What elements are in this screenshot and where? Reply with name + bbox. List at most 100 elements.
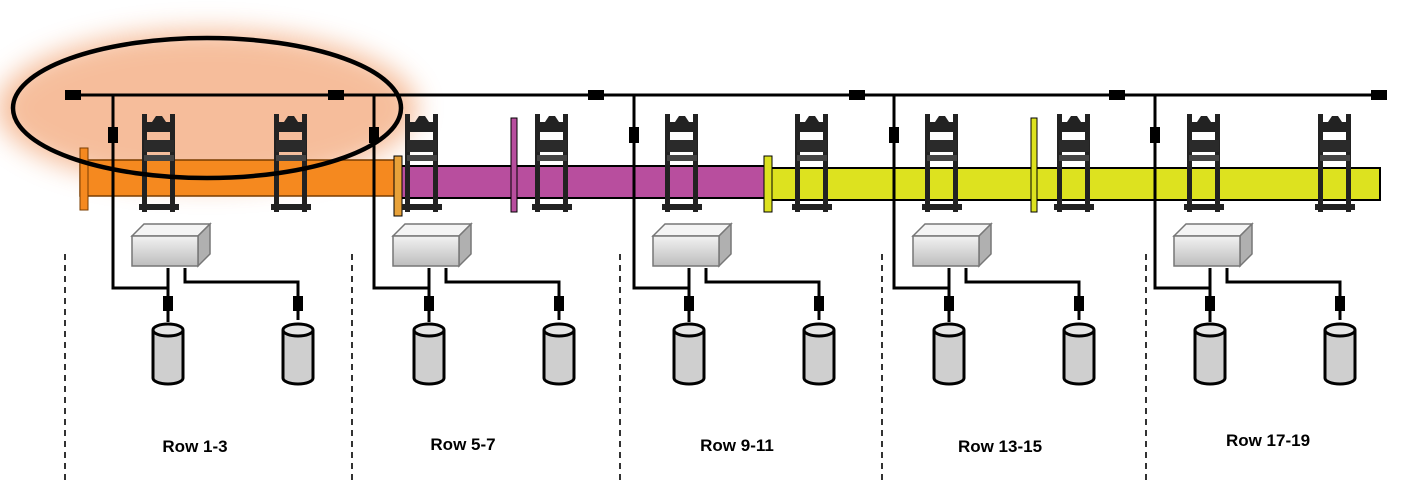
rack-bar [667, 140, 697, 152]
highlight-glow [0, 30, 417, 186]
rack-bar [276, 155, 306, 161]
rack-top [142, 116, 175, 132]
storage-cable [183, 268, 300, 320]
connector [1335, 296, 1345, 311]
section-separators [64, 254, 1147, 481]
rack-base [271, 204, 311, 210]
connector [1205, 296, 1215, 311]
rack-top [795, 116, 828, 132]
rack-frame [532, 114, 572, 212]
storage-cable [704, 268, 821, 320]
rack-bar [144, 155, 174, 161]
connector [944, 296, 954, 311]
rack-bar [537, 155, 567, 161]
row-label-3: Row 9-11 [700, 436, 774, 455]
rack-bar [407, 155, 437, 161]
rack-post [823, 114, 828, 212]
rack-post [1215, 114, 1220, 212]
rack-bar [927, 155, 957, 161]
rack-post [953, 114, 958, 212]
bus-node [1109, 90, 1125, 100]
rack-frame [922, 114, 962, 212]
rack-post [1085, 114, 1090, 212]
rack-frames [139, 114, 1355, 212]
rack-base [1315, 204, 1355, 210]
rack-bar [1189, 155, 1219, 161]
connector [814, 296, 824, 311]
storage-top [1323, 322, 1357, 338]
storage-top [281, 322, 315, 338]
connector [554, 296, 564, 311]
connector [163, 296, 173, 311]
rack-frame [402, 114, 442, 212]
row-label-4: Row 13-15 [958, 437, 1042, 456]
section-3 [629, 95, 836, 386]
storage-top [672, 322, 706, 338]
rack-base [139, 204, 179, 210]
section-5 [1150, 95, 1357, 386]
rack-top [1318, 116, 1351, 132]
rack-base [1054, 204, 1094, 210]
storage-body [1323, 330, 1357, 386]
storage-cylinder-icon [281, 322, 315, 386]
storage-cylinder-icon [802, 322, 836, 386]
rack-bar [1189, 140, 1219, 152]
rack-bar [797, 155, 827, 161]
storage-top [1062, 322, 1096, 338]
flange [79, 147, 89, 211]
rack-frame [271, 114, 311, 212]
storage-body [1193, 330, 1227, 386]
rack-post [1057, 114, 1062, 212]
rack-post [1346, 114, 1351, 212]
storage-cylinder-icon [1062, 322, 1096, 386]
rack-frame [139, 114, 179, 212]
rack-frame [1054, 114, 1094, 212]
storage-cylinder-icon [412, 322, 446, 386]
box-top [911, 223, 993, 237]
row-label-5: Row 17-19 [1226, 431, 1310, 450]
rack-top [405, 116, 438, 132]
connector [108, 127, 118, 143]
connector [684, 296, 694, 311]
bus-node [328, 90, 344, 100]
row-labels: Row 1-3 Row 5-7 Row 9-11 Row 13-15 Row 1… [162, 431, 1310, 456]
switch-box-icon [391, 222, 473, 268]
storage-top [932, 322, 966, 338]
storage-top [412, 322, 446, 338]
flange [763, 155, 773, 213]
rack-bar [797, 140, 827, 152]
rack-post [563, 114, 568, 212]
box-top [651, 223, 733, 237]
storage-cylinder-icon [151, 322, 185, 386]
rack-base [792, 204, 832, 210]
highlight-ellipse [10, 35, 404, 181]
box-front [652, 235, 720, 267]
storage-body [672, 330, 706, 386]
switch-box-icon [1172, 222, 1254, 268]
storage-top [802, 322, 836, 338]
storage-body [412, 330, 446, 386]
rack-top [665, 116, 698, 132]
rack-post [405, 114, 410, 212]
rack-top [274, 116, 307, 132]
box-top [130, 223, 212, 237]
storage-body [151, 330, 185, 386]
rack-top [1187, 116, 1220, 132]
box-front [131, 235, 199, 267]
row-label-1: Row 1-3 [162, 437, 227, 456]
storage-cylinder-icon [1193, 322, 1227, 386]
flange [510, 117, 518, 213]
bus-node [1371, 90, 1387, 100]
section-4 [889, 95, 1096, 386]
storage-cable [964, 268, 1081, 320]
storage-cylinder-icon [542, 322, 576, 386]
switch-box-icon [651, 222, 733, 268]
rack-bar [1320, 155, 1350, 161]
box-front [1173, 235, 1241, 267]
switch-box-icon [130, 222, 212, 268]
section-1 [108, 95, 315, 386]
connector [369, 127, 379, 143]
rack-frame [1184, 114, 1224, 212]
row-label-2: Row 5-7 [430, 435, 495, 454]
